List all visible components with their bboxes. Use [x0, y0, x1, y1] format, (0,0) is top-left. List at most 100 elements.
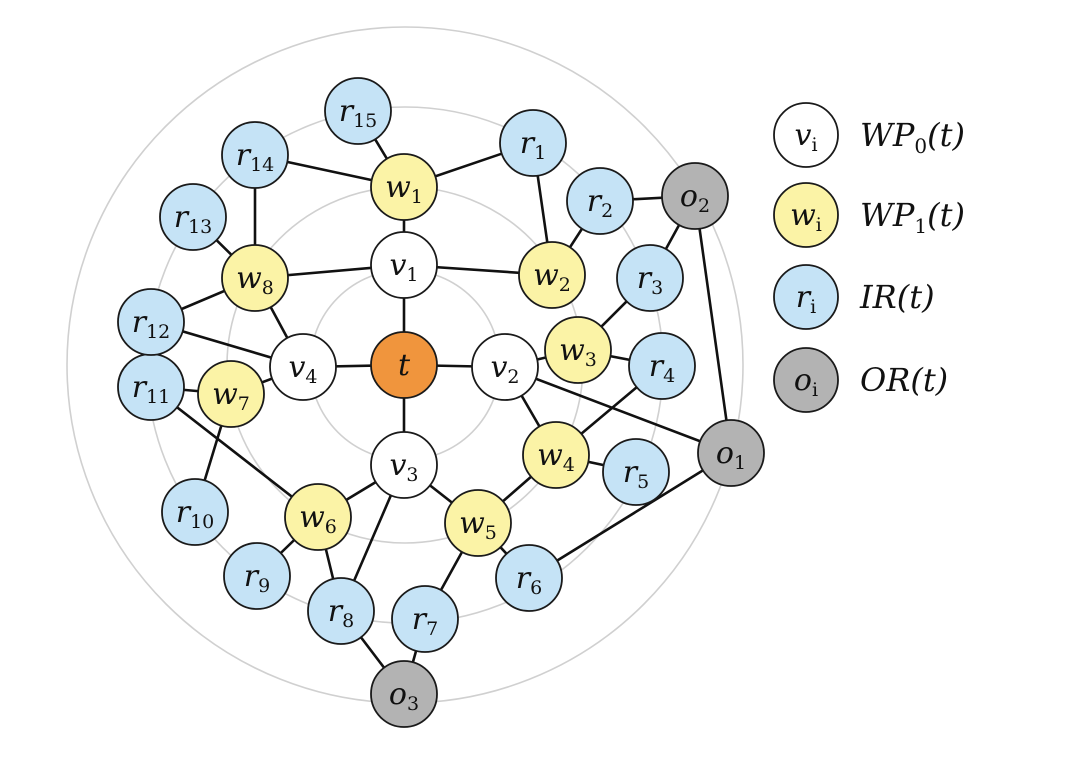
- legend-symbol-or: oi: [794, 363, 818, 401]
- legend: vi WP0(t) wi WP1(t) ri IR(t) oi OR(t): [773, 102, 965, 413]
- node-r5: r5: [602, 438, 670, 506]
- node-label-t: t: [398, 348, 411, 383]
- node-label-r13: r13: [174, 200, 213, 238]
- node-label-w2: w2: [533, 258, 571, 296]
- node-circle-o3: [370, 660, 438, 728]
- node-circle-w6: [284, 483, 352, 551]
- node-circle-r13: [159, 183, 227, 251]
- nodes: tv1v2v3v4w1w2w3w4w5w6w7w8r1r2r3r4r5r6r7r…: [117, 77, 765, 728]
- node-r1: r1: [499, 109, 567, 177]
- node-label-r6: r6: [516, 561, 542, 599]
- node-w5: w5: [444, 489, 512, 557]
- node-w2: w2: [518, 241, 586, 309]
- node-label-w1: w1: [385, 170, 423, 208]
- legend-item-or: oi OR(t): [773, 347, 948, 413]
- node-label-r14: r14: [236, 138, 275, 176]
- node-r6: r6: [495, 544, 563, 612]
- node-r10: r10: [161, 478, 229, 546]
- node-circle-r8: [307, 577, 375, 645]
- node-label-v1: v1: [389, 248, 418, 286]
- node-label-r5: r5: [623, 455, 649, 493]
- node-circle-o2: [661, 162, 729, 230]
- node-label-r12: r12: [132, 305, 171, 343]
- node-label-o2: o2: [680, 179, 710, 217]
- node-t: t: [370, 331, 438, 399]
- node-label-v3: v3: [389, 448, 418, 486]
- node-r11: r11: [117, 353, 185, 421]
- node-circle-w8: [221, 244, 289, 312]
- node-v4: v4: [269, 333, 337, 401]
- node-circle-r9: [223, 542, 291, 610]
- node-circle-w1: [370, 153, 438, 221]
- node-circle-v2: [471, 333, 539, 401]
- node-r8: r8: [307, 577, 375, 645]
- node-w1: w1: [370, 153, 438, 221]
- node-label-r4: r4: [649, 349, 675, 387]
- node-circle-w5: [444, 489, 512, 557]
- node-label-r15: r15: [339, 94, 378, 132]
- node-v1: v1: [370, 231, 438, 299]
- legend-label-wp0: WP0(t): [860, 116, 965, 158]
- node-label-r1: r1: [520, 126, 546, 164]
- node-r2: r2: [566, 167, 634, 235]
- node-label-w6: w6: [299, 500, 337, 538]
- node-label-w3: w3: [559, 333, 597, 371]
- node-label-r3: r3: [637, 261, 663, 299]
- node-circle-r12: [117, 288, 185, 356]
- node-label-v4: v4: [288, 350, 317, 388]
- legend-label-ir: IR(t): [859, 278, 935, 316]
- node-o3: o3: [370, 660, 438, 728]
- node-circle-r10: [161, 478, 229, 546]
- node-circle-r1: [499, 109, 567, 177]
- node-label-r10: r10: [176, 495, 215, 533]
- node-label-r8: r8: [328, 594, 354, 632]
- node-r12: r12: [117, 288, 185, 356]
- node-circle-v3: [370, 431, 438, 499]
- node-r3: r3: [616, 244, 684, 312]
- legend-label-or: OR(t): [860, 361, 948, 399]
- node-label-r2: r2: [587, 184, 613, 222]
- node-r13: r13: [159, 183, 227, 251]
- node-circle-r4: [628, 332, 696, 400]
- node-o2: o2: [661, 162, 729, 230]
- node-w6: w6: [284, 483, 352, 551]
- legend-swatch-or: [773, 347, 839, 413]
- node-circle-r6: [495, 544, 563, 612]
- legend-symbol-wp1: wi: [790, 198, 822, 236]
- node-label-o1: o1: [716, 436, 746, 474]
- node-circle-v1: [370, 231, 438, 299]
- node-r9: r9: [223, 542, 291, 610]
- edge-r6-o1: [527, 451, 733, 580]
- node-circle-r15: [324, 77, 392, 145]
- legend-swatch-wp1: [773, 182, 839, 248]
- legend-swatch-ir: [773, 264, 839, 330]
- node-circle-w3: [544, 316, 612, 384]
- node-w4: w4: [522, 421, 590, 489]
- legend-symbol-wp0: vi: [794, 118, 817, 156]
- edge-w6-r11: [149, 385, 320, 519]
- edge-o2-o1: [693, 194, 733, 455]
- legend-item-wp1: wi WP1(t): [773, 182, 965, 248]
- legend-label-wp1: WP1(t): [860, 196, 965, 238]
- node-circle-r3: [616, 244, 684, 312]
- node-label-o3: o3: [389, 677, 419, 715]
- node-r4: r4: [628, 332, 696, 400]
- node-circle-r14: [221, 121, 289, 189]
- node-label-v2: v2: [490, 350, 519, 388]
- node-circle-r5: [602, 438, 670, 506]
- edge-v2-o1: [503, 365, 733, 455]
- node-label-r9: r9: [244, 559, 270, 597]
- node-w3: w3: [544, 316, 612, 384]
- node-label-w4: w4: [537, 438, 575, 476]
- node-circle-w2: [518, 241, 586, 309]
- node-w8: w8: [221, 244, 289, 312]
- legend-item-ir: ri IR(t): [773, 264, 935, 330]
- node-circle-w7: [197, 360, 265, 428]
- node-circle-w4: [522, 421, 590, 489]
- legend-symbol-ir: ri: [796, 280, 816, 318]
- legend-item-wp0: vi WP0(t): [773, 102, 965, 168]
- node-label-w8: w8: [236, 261, 274, 299]
- node-r15: r15: [324, 77, 392, 145]
- node-label-r7: r7: [412, 602, 438, 640]
